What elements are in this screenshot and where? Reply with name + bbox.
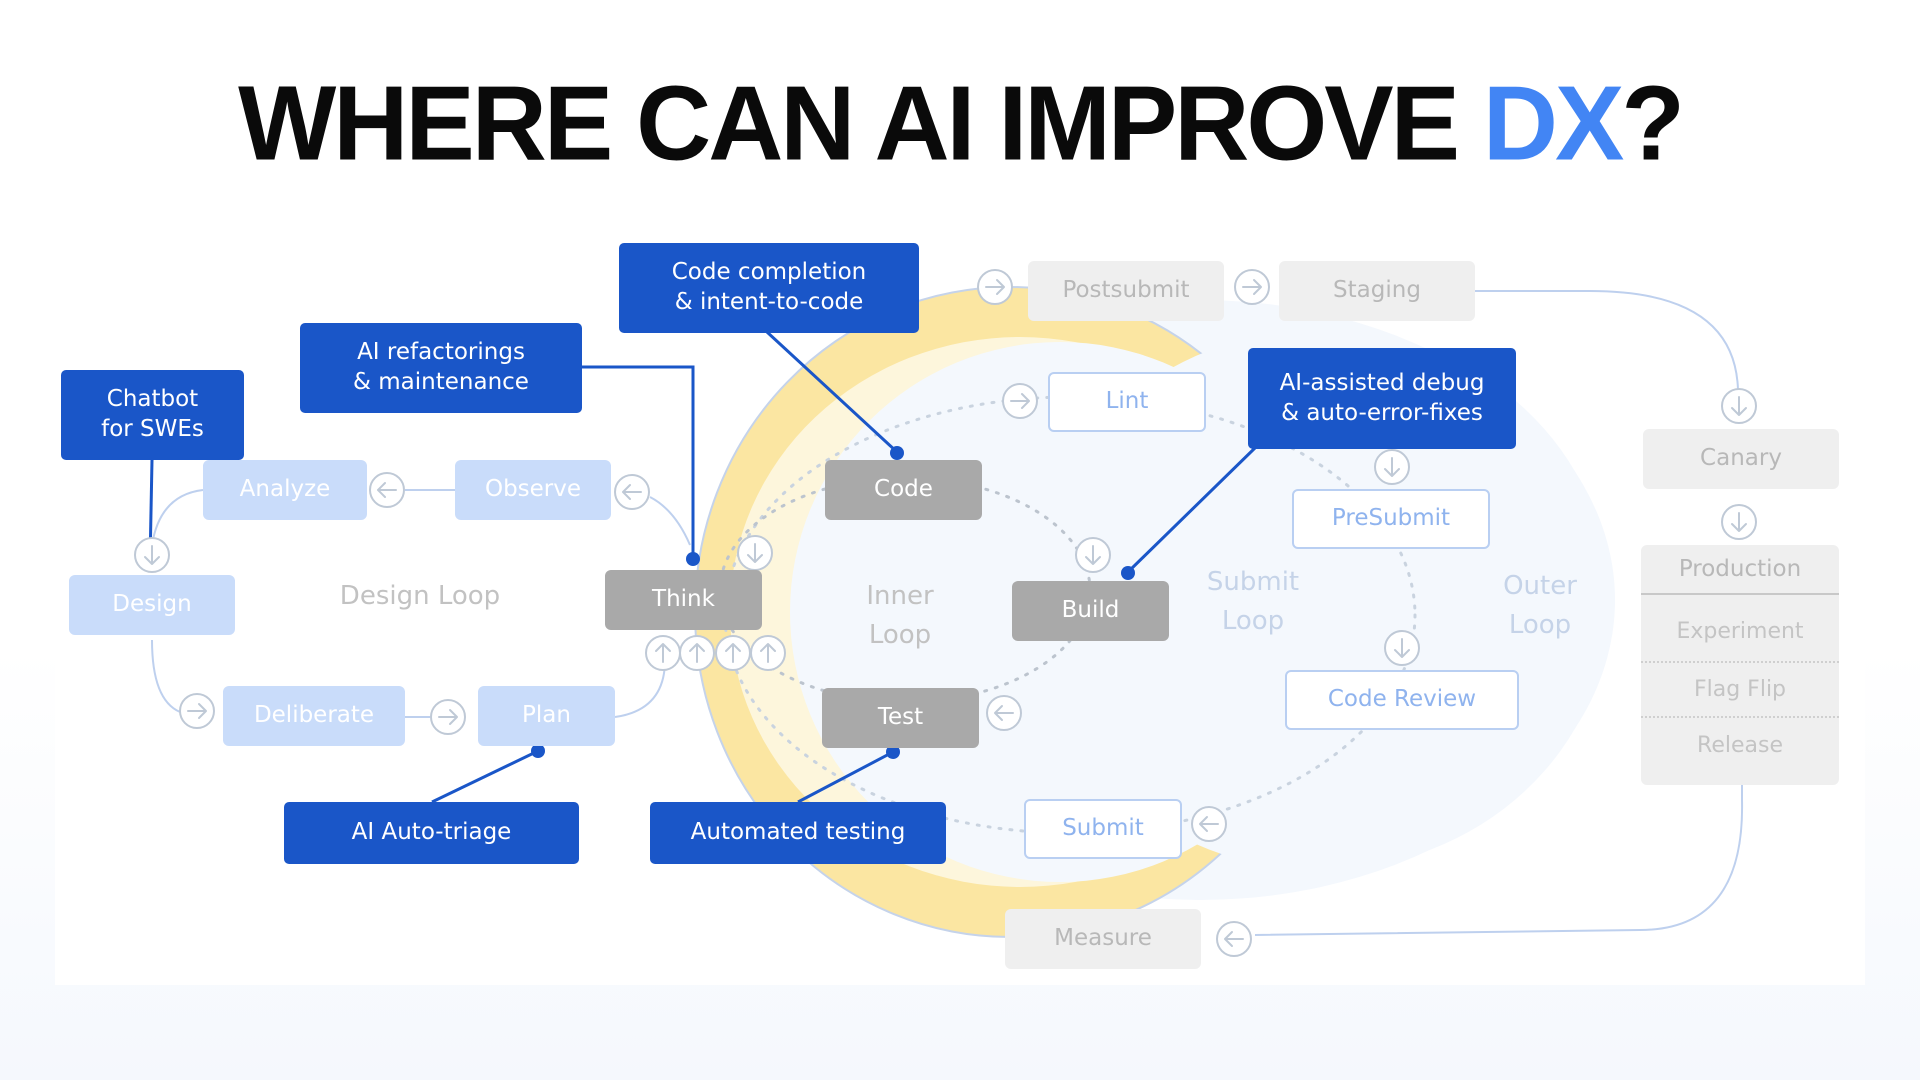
node-presubmit: PreSubmit <box>1292 489 1490 549</box>
callout-completion: Code completion & intent-to-code <box>619 243 919 333</box>
node-canary: Canary <box>1643 429 1839 489</box>
arrow-up-icon <box>760 643 776 663</box>
node-analyze: Analyze <box>203 460 367 520</box>
production-item-experiment: Experiment <box>1676 618 1804 644</box>
design-loop-line <box>151 639 181 713</box>
arrow-up-icon <box>655 643 671 663</box>
node-measure: Measure <box>1005 909 1201 969</box>
arrow-down-icon <box>1394 638 1410 658</box>
callout-debug: AI-assisted debug & auto-error-fixes <box>1248 348 1516 449</box>
inner-loop-label-line1: Inner <box>866 581 934 611</box>
design-loop-label: Design Loop <box>339 581 501 611</box>
callout-debug-line1: AI-assisted debug <box>1279 369 1485 396</box>
inner-loop-label-line2: Loop <box>868 620 932 650</box>
callout-completion-line1: Code completion <box>671 259 867 286</box>
submit-loop-area <box>1030 330 1610 870</box>
callout-completion-text: Code completion & intent-to-code <box>672 258 867 318</box>
node-deliberate: Deliberate <box>223 686 405 746</box>
callout-refactor-line1: AI refactorings <box>357 339 525 366</box>
arrow-left-icon <box>377 482 397 498</box>
arrow-down-icon <box>747 543 763 563</box>
arrow-right-icon <box>187 703 207 719</box>
arrow-right-icon <box>1010 393 1030 409</box>
outer-loop-label-line2: Loop <box>1508 610 1572 640</box>
leader-dot <box>890 446 904 460</box>
callout-testing: Automated testing <box>650 802 946 864</box>
callout-chatbot-line2: for SWEs <box>101 416 204 442</box>
node-submit: Submit <box>1024 799 1182 859</box>
outer-loop-line <box>1475 290 1739 391</box>
callout-chatbot-line1: Chatbot <box>106 386 199 413</box>
design-loop-line <box>649 496 691 546</box>
leader-dot <box>686 552 700 566</box>
arrow-up-icon <box>725 643 741 663</box>
outer-loop-label-line1: Outer <box>1503 571 1577 601</box>
arrow-down-icon <box>1731 396 1747 416</box>
arrow-right-icon <box>1242 279 1262 295</box>
page-title: WHERE CAN AI IMPROVE DX? <box>0 71 1920 177</box>
node-staging: Staging <box>1279 261 1475 321</box>
arrow-down-icon <box>144 545 160 565</box>
production-panel: Production Experiment Flag Flip Release <box>1641 545 1839 785</box>
leader-debug <box>1126 444 1259 574</box>
callout-refactor: AI refactorings & maintenance <box>300 323 582 413</box>
production-item-release: Release <box>1697 732 1783 758</box>
title-end: ? <box>1621 64 1685 184</box>
callout-completion-line2: & intent-to-code <box>674 289 864 315</box>
node-code: Code <box>825 460 982 520</box>
leader-dot <box>886 745 900 759</box>
arrow-down-icon <box>1731 512 1747 532</box>
callout-refactor-text: AI refactorings & maintenance <box>353 338 529 398</box>
production-divider <box>1641 716 1839 718</box>
arrow-left-icon <box>1199 816 1219 832</box>
leader-triage <box>431 749 539 804</box>
node-lint: Lint <box>1048 372 1206 432</box>
node-build: Build <box>1012 581 1169 641</box>
callout-debug-line2: & auto-error-fixes <box>1281 399 1483 426</box>
outer-loop-line <box>1254 785 1744 936</box>
callout-debug-text: AI-assisted debug & auto-error-fixes <box>1280 369 1485 429</box>
arrow-down-icon <box>1384 457 1400 477</box>
node-code-review: Code Review <box>1285 670 1519 730</box>
leader-dot <box>531 744 545 758</box>
arrow-right-icon <box>438 709 458 725</box>
node-design: Design <box>69 575 235 635</box>
node-think: Think <box>605 570 762 630</box>
arrow-up-icon <box>689 643 705 663</box>
arrow-left-icon <box>1224 931 1244 947</box>
production-divider <box>1641 661 1839 663</box>
leader-dot <box>1121 566 1135 580</box>
title-main: WHERE CAN AI IMPROVE <box>238 64 1483 184</box>
node-observe: Observe <box>455 460 611 520</box>
node-plan: Plan <box>478 686 615 746</box>
callout-chatbot-text: Chatbot for SWEs <box>101 385 204 445</box>
node-postsubmit: Postsubmit <box>1028 261 1224 321</box>
production-header: Production <box>1641 545 1839 595</box>
arrow-left-icon <box>994 705 1014 721</box>
callout-chatbot: Chatbot for SWEs <box>61 370 244 460</box>
leader-testing <box>797 750 894 804</box>
submit-loop-label-line2: Loop <box>1221 606 1285 636</box>
production-item-flag-flip: Flag Flip <box>1693 676 1787 702</box>
design-loop-line <box>151 489 204 546</box>
arrow-down-icon <box>1085 545 1101 565</box>
node-test: Test <box>822 688 979 748</box>
callout-refactor-line2: & maintenance <box>353 369 529 395</box>
callout-triage: AI Auto-triage <box>284 802 579 864</box>
leader-completion <box>765 330 899 454</box>
submit-loop-label-line1: Submit <box>1206 567 1300 597</box>
leader-refactor <box>580 365 695 558</box>
arrow-right-icon <box>985 279 1005 295</box>
title-accent: DX <box>1482 64 1624 184</box>
arrow-left-icon <box>622 484 642 500</box>
